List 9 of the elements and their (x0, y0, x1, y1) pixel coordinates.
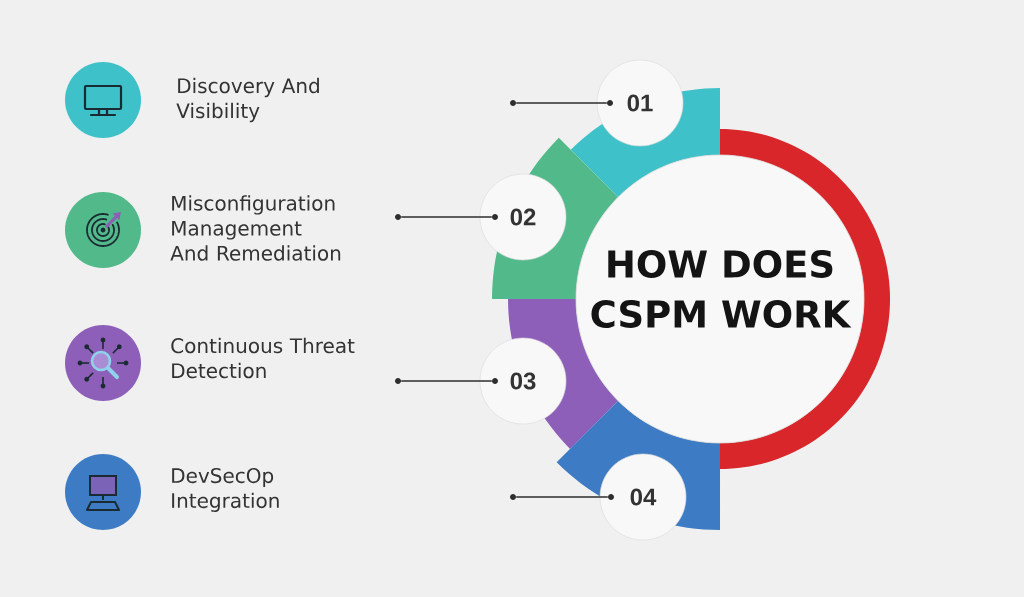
ring-arc (720, 129, 890, 469)
leader-line (515, 102, 608, 104)
step-label: Misconfiguration Management And Remediation (170, 195, 341, 261)
leader-line (400, 216, 493, 218)
step-label: DevSecOp Integration (172, 468, 279, 512)
step-label: Discovery And Visibility (176, 77, 319, 123)
step-label: Continuous Threat Detection (171, 337, 355, 379)
leader-line (400, 380, 493, 382)
leader-line (515, 496, 609, 498)
